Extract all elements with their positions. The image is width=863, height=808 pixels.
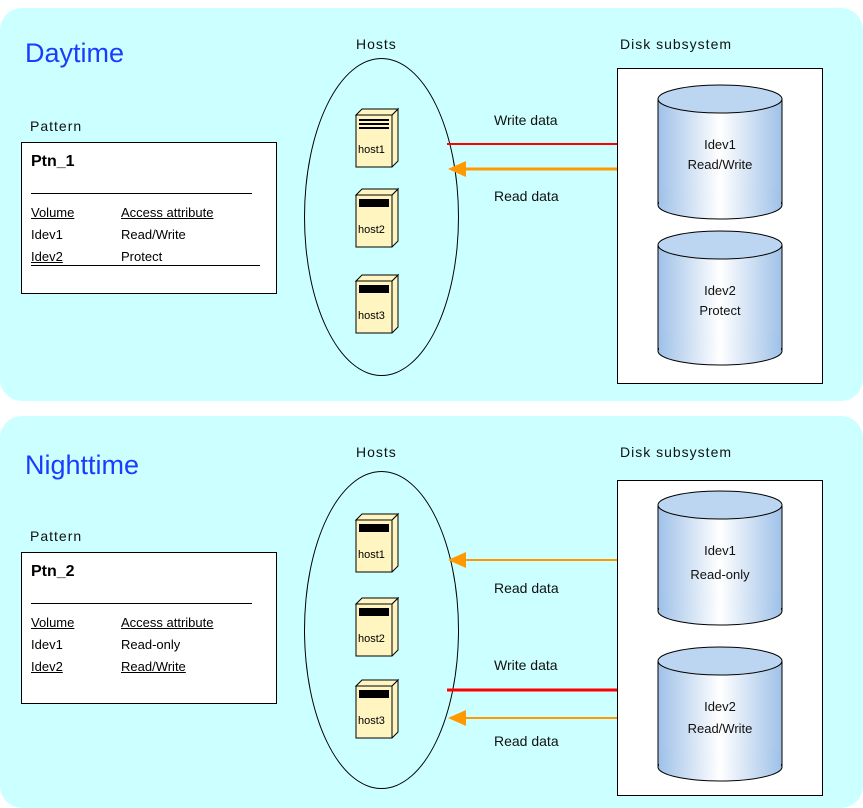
server-icon <box>354 107 400 168</box>
pattern-name: Ptn_2 <box>31 563 75 580</box>
column-access-attribute: Access attribute <box>121 205 214 220</box>
host-server: host3 <box>354 273 400 335</box>
disk-cylinders: Idev1 Read-only Idev2 Read/Write <box>657 490 783 782</box>
column-volume: Volume <box>31 615 75 630</box>
row-access: Read/Write <box>121 659 186 674</box>
disk-subsystem-label: Disk subsystem <box>620 444 733 460</box>
host-server: host2 <box>354 187 400 249</box>
disk-cylinder-icon <box>657 490 783 626</box>
read-arrow-head <box>448 710 466 726</box>
host-label: host2 <box>358 224 385 236</box>
disk-subsystem: Idev1 Read-only Idev2 Read/Write <box>617 480 823 796</box>
host-label: host1 <box>358 549 385 561</box>
pattern-label: Pattern <box>30 118 83 134</box>
row-volume: Idev1 <box>31 637 63 652</box>
disk-cylinder-icon <box>657 84 783 220</box>
disk-attribute: Read/Write <box>688 721 753 736</box>
arrow-label: Read data <box>494 733 559 749</box>
disk-name: Idev2 <box>704 283 736 298</box>
column-volume: Volume <box>31 205 75 220</box>
row-volume: Idev2 <box>31 659 63 674</box>
nighttime-panel: Nighttime Hosts Disk subsystem Pattern P… <box>0 416 863 808</box>
row-access: Read-only <box>121 637 181 652</box>
row-access: Protect <box>121 249 163 264</box>
read-arrow-head <box>448 552 466 568</box>
server-icon <box>354 273 400 334</box>
daytime-panel: Daytime Hosts Disk subsystem Pattern Ptn… <box>0 8 863 401</box>
row-volume: Idev1 <box>31 227 63 242</box>
panel-title: Daytime <box>25 38 125 68</box>
server-icon <box>354 596 400 657</box>
row-access: Read/Write <box>121 227 186 242</box>
read-arrow-head <box>448 161 466 177</box>
arrow-label: Write data <box>494 112 558 128</box>
table-divider <box>31 603 252 604</box>
disk-subsystem-label: Disk subsystem <box>620 36 733 52</box>
hosts-label: Hosts <box>356 444 397 460</box>
pattern-table: Ptn_1 Volume Access attribute Idev1 Read… <box>21 142 277 294</box>
disk-cylinder-icon <box>657 230 783 366</box>
disk-name: Idev1 <box>704 137 736 152</box>
hosts-group <box>304 471 459 789</box>
host-server: host3 <box>354 678 400 740</box>
disk-attribute: Read-only <box>690 567 750 582</box>
pattern-label: Pattern <box>30 528 83 544</box>
disk-subsystem: Idev1 Read/Write Idev2 Protect <box>617 68 823 384</box>
pattern-name: Ptn_1 <box>31 153 75 170</box>
arrow-label: Read data <box>494 580 559 596</box>
arrow-label: Write data <box>494 657 558 673</box>
panel-title: Nighttime <box>25 450 140 480</box>
server-icon <box>354 512 400 573</box>
hosts-group <box>304 58 459 376</box>
disk-attribute: Protect <box>699 303 741 318</box>
host-label: host3 <box>358 715 385 727</box>
hosts-label: Hosts <box>356 36 397 52</box>
host-server: host1 <box>354 107 400 169</box>
disk-cylinder-icon <box>657 646 783 782</box>
disk-name: Idev2 <box>704 699 736 714</box>
host-server: host1 <box>354 512 400 574</box>
row-volume: Idev2 <box>31 249 63 264</box>
pattern-table: Ptn_2 Volume Access attribute Idev1 Read… <box>21 552 277 704</box>
table-divider <box>31 265 260 266</box>
host-label: host1 <box>358 144 385 156</box>
host-label: host3 <box>358 310 385 322</box>
disk-cylinders: Idev1 Read/Write Idev2 Protect <box>657 84 783 366</box>
disk-name: Idev1 <box>704 543 736 558</box>
host-label: host2 <box>358 633 385 645</box>
column-access-attribute: Access attribute <box>121 615 214 630</box>
disk-attribute: Read/Write <box>688 157 753 172</box>
server-icon <box>354 187 400 248</box>
host-server: host2 <box>354 596 400 658</box>
arrow-label: Read data <box>494 188 559 204</box>
server-icon <box>354 678 400 739</box>
table-divider <box>31 193 252 194</box>
